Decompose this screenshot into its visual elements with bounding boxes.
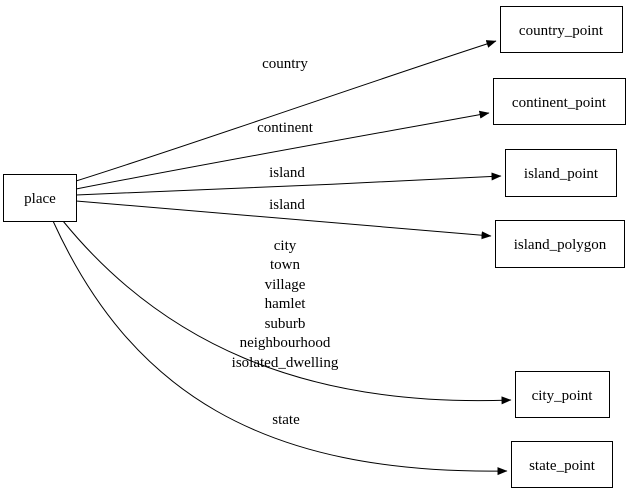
node-continent_point: continent_point	[493, 78, 626, 125]
edge-place-city_point: city town village hamlet suburb neighbou…	[62, 220, 512, 405]
edge-label-city-line-2: town	[270, 257, 301, 273]
edge-label-city-line-7: isolated_dwelling	[232, 355, 339, 371]
node-label-continent_point: continent_point	[512, 95, 607, 111]
node-country_point: country_point	[500, 6, 623, 53]
edge-line-island-2	[75, 200, 492, 240]
node-label-island_polygon: island_polygon	[514, 237, 607, 253]
edge-line-city	[62, 220, 512, 405]
edge-place-state_point: state	[52, 220, 508, 476]
edge-label-city-line-1: city	[274, 238, 297, 254]
node-box-country_point	[500, 6, 623, 53]
edge-label-country: country	[262, 56, 308, 72]
edge-label-island-1: island	[269, 165, 305, 181]
edge-line-continent	[75, 110, 490, 190]
edge-label-city-line-4: hamlet	[265, 296, 307, 312]
node-place: place	[3, 174, 77, 222]
edge-label-city-line-6: neighbourhood	[240, 335, 331, 351]
node-city_point: city_point	[515, 371, 610, 418]
edge-label-island-2: island	[269, 197, 305, 213]
edge-place-island_point: island	[75, 165, 502, 196]
edge-line-island-1	[75, 172, 502, 196]
node-label-city_point: city_point	[532, 388, 594, 404]
edge-label-state: state	[272, 412, 300, 428]
node-label-island_point: island_point	[524, 166, 599, 182]
node-island_point: island_point	[505, 149, 617, 197]
edge-place-island_polygon: island	[75, 197, 492, 240]
node-label-place: place	[24, 191, 56, 207]
node-box-place	[3, 174, 77, 222]
edge-label-continent: continent	[257, 120, 314, 136]
edge-line-country	[75, 40, 497, 182]
node-label-state_point: state_point	[529, 458, 596, 474]
node-label-country_point: country_point	[519, 23, 604, 39]
edge-place-continent_point: continent	[75, 110, 490, 190]
node-state_point: state_point	[511, 441, 613, 488]
edge-line-state	[52, 220, 508, 476]
edge-label-city-line-3: village	[265, 277, 306, 293]
edge-label-city-line-5: suburb	[265, 316, 306, 332]
node-box-island_polygon	[495, 220, 625, 268]
node-box-island_point	[505, 149, 617, 197]
node-box-state_point	[511, 441, 613, 488]
node-box-city_point	[515, 371, 610, 418]
node-island_polygon: island_polygon	[495, 220, 625, 268]
edge-place-country_point: country	[75, 40, 497, 182]
node-box-continent_point	[493, 78, 626, 125]
